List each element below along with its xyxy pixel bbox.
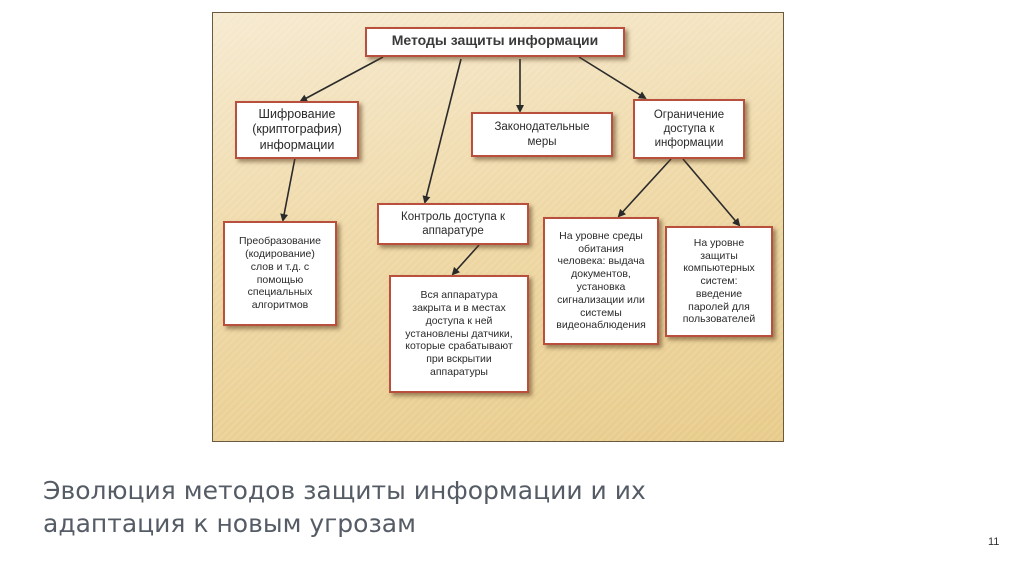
environment-level-node: На уровне среды обитания человека: выдач…	[543, 217, 659, 345]
access-limit-node: Ограничение доступа к информации	[633, 99, 745, 159]
encryption-node: Шифрование (криптография) информации	[235, 101, 359, 159]
arrow-root-to-hardware	[422, 58, 462, 204]
arrow-access-to-environment	[617, 158, 672, 218]
arrow-root-to-encryption	[299, 56, 384, 102]
slide-caption: Эволюция методов защиты информации и их …	[43, 476, 646, 538]
arrow-access-to-computer	[682, 158, 741, 227]
computer-level-node: На уровне защиты компьютерных систем: вв…	[665, 226, 773, 337]
hardware-control-node: Контроль доступа к аппаратуре	[377, 203, 529, 245]
connector-arrows	[280, 56, 741, 276]
arrow-hardware-to-sensors	[451, 244, 480, 276]
sensors-node: Вся аппаратура закрыта и в местах доступ…	[389, 275, 529, 393]
methods-diagram: Методы защиты информации Шифрование (кри…	[212, 12, 784, 442]
root-node: Методы защиты информации	[365, 27, 625, 57]
transformation-node: Преобразование (кодирование) слов и т.д.…	[223, 221, 337, 326]
page-number: 11	[988, 536, 1000, 548]
arrow-encryption-to-transformation	[280, 157, 296, 222]
legislative-node: Законодательные меры	[471, 112, 613, 157]
arrow-root-to-access	[578, 56, 647, 100]
